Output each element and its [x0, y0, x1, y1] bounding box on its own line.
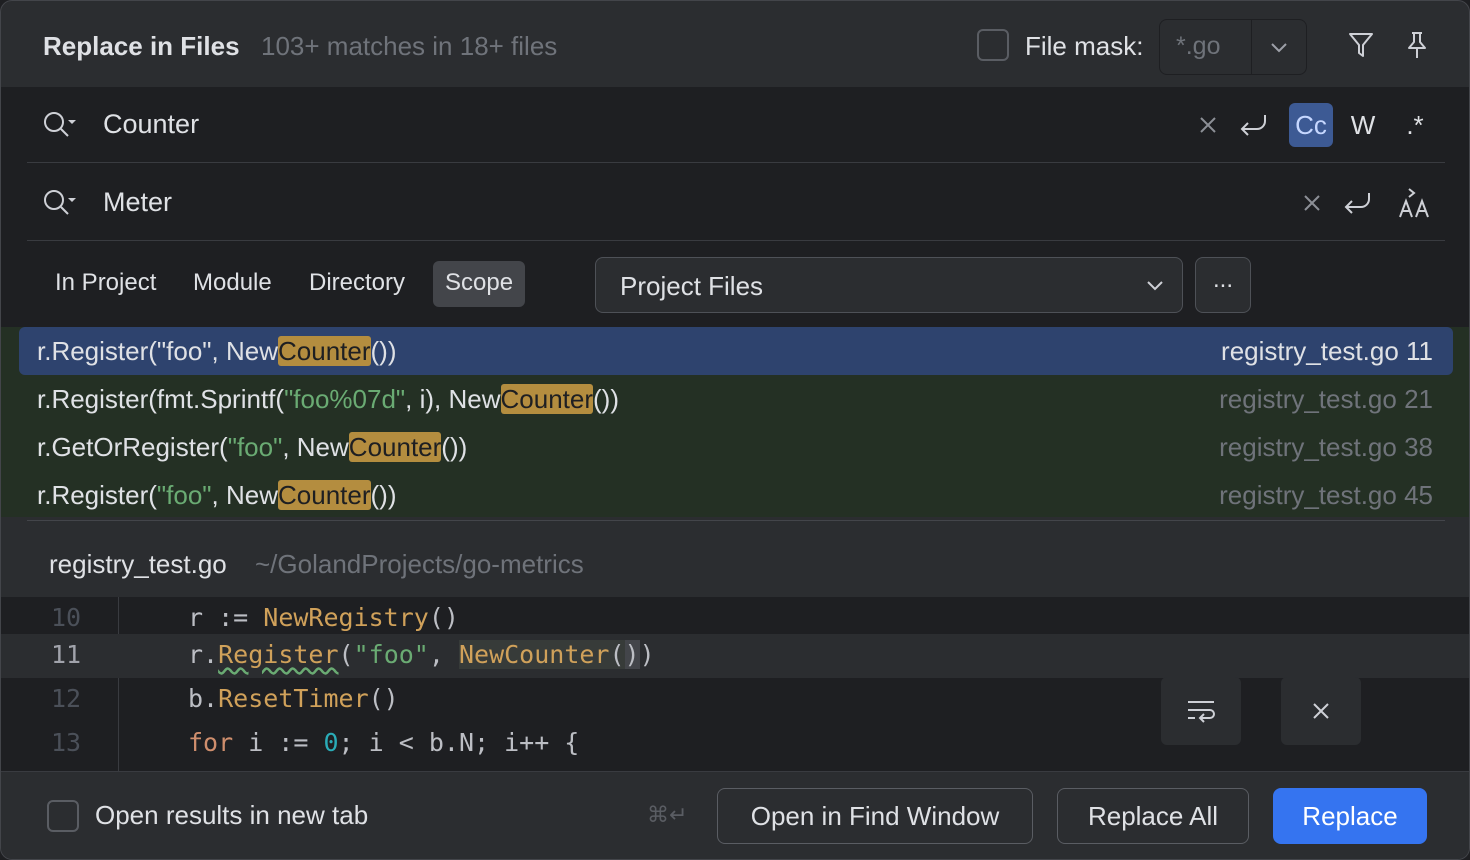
- code-preview[interactable]: 10 r := NewRegistry() 11 r.Register("foo…: [1, 597, 1469, 771]
- result-code: r.GetOrRegister("foo", NewCounter()): [37, 432, 468, 462]
- filter-icon: [1349, 33, 1373, 57]
- line-number: 11: [51, 640, 82, 669]
- replace-input[interactable]: Meter: [103, 187, 173, 217]
- pin-button[interactable]: [1397, 27, 1437, 63]
- new-line-icon: [1240, 115, 1266, 136]
- result-row[interactable]: r.Register(fmt.Sprintf("foo%07d", i), Ne…: [19, 375, 1453, 423]
- find-row: Counter Cc W .*: [27, 87, 1445, 163]
- open-new-tab-checkbox[interactable]: [47, 800, 79, 832]
- result-code: r.Register("foo", NewCounter()): [37, 480, 397, 510]
- close-icon: [1304, 195, 1320, 211]
- result-row[interactable]: r.GetOrRegister("foo", NewCounter()) reg…: [19, 423, 1453, 471]
- filter-button[interactable]: [1341, 27, 1381, 63]
- close-icon: [1313, 703, 1329, 719]
- dialog-footer: Open results in new tab ⌘↵ Open in Find …: [1, 771, 1469, 859]
- clear-find-button[interactable]: [1193, 109, 1223, 141]
- line-number: 12: [51, 684, 82, 713]
- clear-replace-button[interactable]: [1297, 187, 1327, 219]
- scope-select-value: Project Files: [620, 271, 764, 301]
- file-mask-combo[interactable]: *.go: [1159, 19, 1307, 75]
- soft-wrap-button[interactable]: [1161, 677, 1241, 745]
- file-mask-dropdown[interactable]: [1252, 20, 1306, 74]
- pin-icon: [1408, 32, 1426, 58]
- preview-file-path: ~/GolandProjects/go-metrics: [255, 549, 584, 579]
- close-icon: [1200, 117, 1216, 133]
- result-row[interactable]: r.Register("foo", NewCounter()) registry…: [19, 327, 1453, 375]
- match-count: 103+ matches in 18+ files: [261, 31, 558, 61]
- file-mask-label: File mask:: [1025, 31, 1144, 61]
- code-line: 10 r := NewRegistry(): [51, 603, 459, 632]
- line-number: 10: [51, 603, 82, 632]
- soft-wrap-icon: [1188, 701, 1215, 723]
- replace-history-icon[interactable]: [41, 187, 81, 219]
- match-highlight: Counter: [278, 336, 371, 366]
- result-file: registry_test.go 21: [1219, 384, 1433, 414]
- line-number: 13: [51, 728, 82, 757]
- match-highlight: Counter: [500, 384, 594, 414]
- tab-directory[interactable]: Directory: [309, 269, 406, 296]
- words-toggle[interactable]: W: [1350, 109, 1376, 140]
- replace-button[interactable]: Replace: [1273, 788, 1427, 844]
- find-input[interactable]: Counter: [103, 109, 200, 139]
- dialog-title: Replace in Files: [43, 31, 240, 61]
- chevron-down-icon: [1271, 43, 1287, 53]
- search-history-icon[interactable]: [41, 109, 81, 141]
- preserve-case-icon: [1399, 188, 1429, 218]
- dialog-header: Replace in Files 103+ matches in 18+ fil…: [1, 1, 1469, 87]
- scope-select[interactable]: Project Files: [595, 257, 1183, 313]
- scope-more-button[interactable]: ...: [1195, 257, 1251, 313]
- results-list: r.Register("foo", NewCounter()) registry…: [1, 327, 1469, 517]
- new-line-icon: [1344, 193, 1370, 214]
- new-line-button[interactable]: [1233, 107, 1273, 143]
- tab-module[interactable]: Module: [193, 269, 272, 296]
- preserve-case-button[interactable]: [1395, 183, 1435, 223]
- result-file: registry_test.go 38: [1219, 432, 1433, 462]
- file-mask-input[interactable]: *.go: [1160, 20, 1252, 74]
- divider: [27, 520, 1445, 521]
- file-mask-checkbox[interactable]: [977, 29, 1009, 61]
- open-new-tab-label: Open results in new tab: [95, 800, 369, 830]
- result-row[interactable]: r.Register("foo", NewCounter()) registry…: [19, 471, 1453, 519]
- replace-all-button[interactable]: Replace All: [1057, 788, 1249, 844]
- open-in-find-window-button[interactable]: Open in Find Window: [717, 788, 1033, 844]
- match-highlight: Counter: [278, 480, 371, 510]
- new-line-replace-button[interactable]: [1337, 185, 1377, 221]
- shortcut-hint: ⌘↵: [647, 802, 688, 827]
- tab-in-project[interactable]: In Project: [55, 269, 157, 296]
- line-gutter: [1, 597, 119, 771]
- close-preview-button[interactable]: [1281, 677, 1361, 745]
- result-code: r.Register("foo", NewCounter()): [37, 336, 397, 366]
- result-code: r.Register(fmt.Sprintf("foo%07d", i), Ne…: [37, 384, 619, 414]
- tab-scope[interactable]: Scope: [433, 261, 526, 307]
- match-case-toggle[interactable]: Cc: [1289, 103, 1333, 147]
- code-line: 12 b.ResetTimer(): [51, 684, 399, 713]
- code-line: 13 for i := 0; i < b.N; i++ {: [51, 728, 580, 757]
- search-area: Counter Cc W .* Meter: [1, 87, 1469, 327]
- chevron-down-icon: [1147, 281, 1163, 291]
- regex-toggle[interactable]: .*: [1406, 109, 1424, 140]
- replace-row: Meter: [27, 165, 1445, 241]
- result-file: registry_test.go 45: [1219, 480, 1433, 510]
- preview-file-name: registry_test.go: [49, 549, 227, 579]
- code-line-current: 11 r.Register("foo", NewCounter()): [1, 634, 1469, 678]
- match-highlight: Counter: [348, 432, 442, 462]
- result-file: registry_test.go 11: [1221, 336, 1433, 366]
